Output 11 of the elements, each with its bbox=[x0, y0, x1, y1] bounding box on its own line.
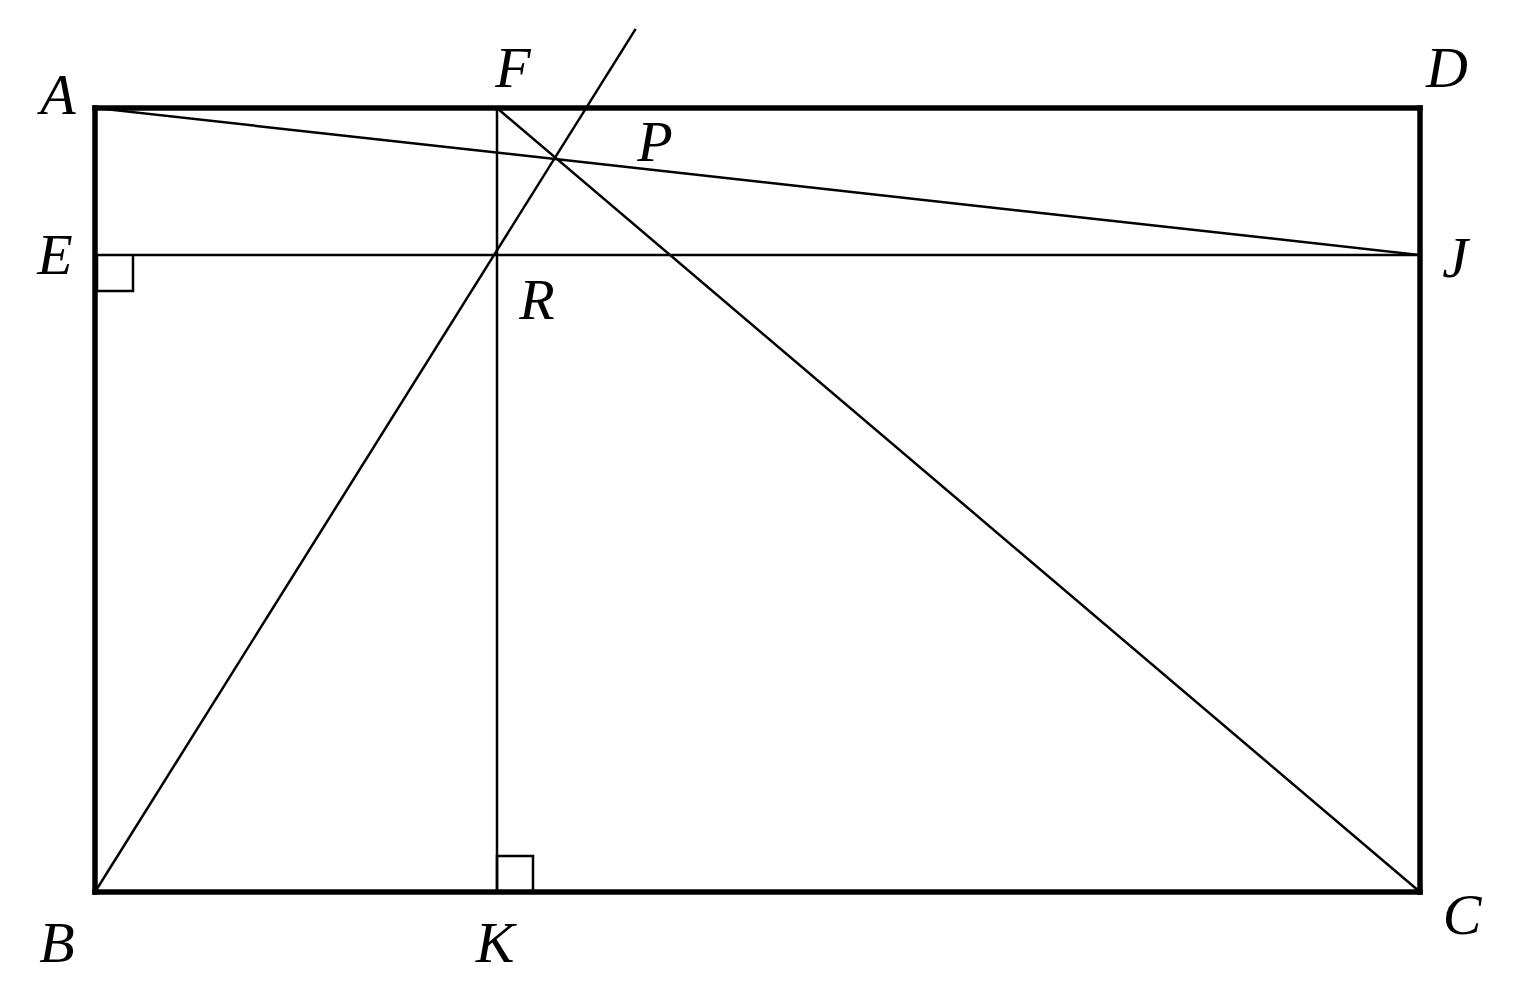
point-label: K bbox=[475, 914, 515, 972]
point-label: F bbox=[495, 39, 531, 97]
point-label: E bbox=[37, 226, 73, 284]
point-label: R bbox=[519, 271, 555, 329]
point-label: C bbox=[1442, 886, 1482, 944]
line-segment bbox=[93, 28, 637, 894]
point-label: P bbox=[637, 113, 673, 171]
line-segment bbox=[92, 889, 1423, 895]
line-segment bbox=[495, 106, 1422, 894]
point-label: D bbox=[1426, 39, 1468, 97]
point-label: B bbox=[39, 914, 75, 972]
